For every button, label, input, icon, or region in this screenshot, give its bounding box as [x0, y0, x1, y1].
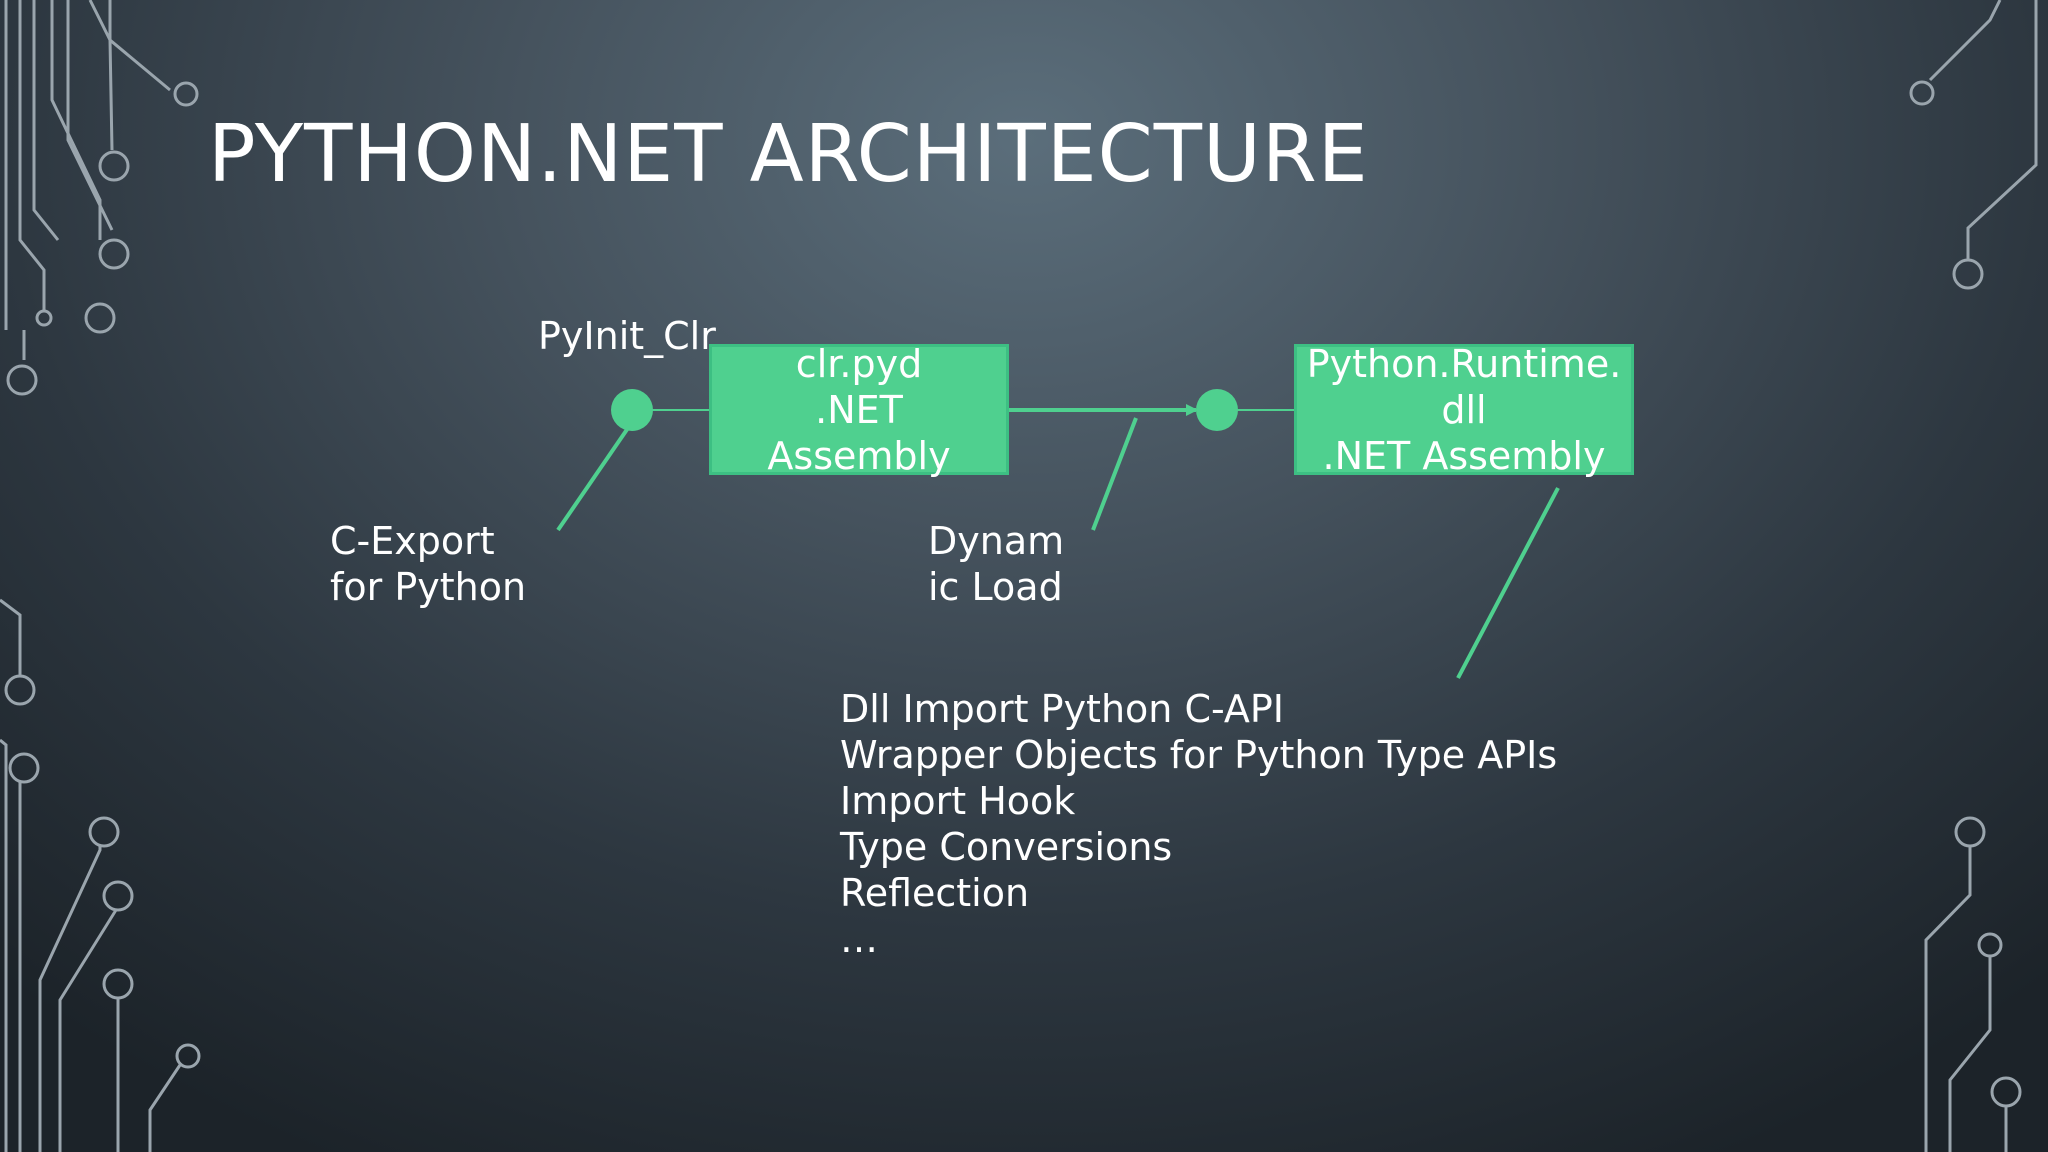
runtime-connector-node	[1196, 389, 1238, 431]
clr-box-line-1: clr.pyd	[795, 341, 923, 386]
feature-item: Reflection	[840, 871, 1030, 915]
feature-item: Dll Import Python C-API	[840, 687, 1284, 731]
runtime-box-line-3: .NET Assembly	[1322, 433, 1606, 478]
feature-item: …	[840, 917, 878, 961]
clr-box-line-3: Assembly	[767, 433, 951, 478]
pyinit-connector-node	[611, 389, 653, 431]
dynamic-load-label-line-2: ic Load	[928, 565, 1063, 609]
cexport-label-line-2: for Python	[330, 565, 527, 609]
dynamic-callout-line	[1091, 417, 1138, 531]
cexport-label-line-1: C-Export	[330, 519, 495, 563]
runtime-box-line-2: dll	[1441, 387, 1487, 432]
runtime-assembly-box: Python.Runtime. dll .NET Assembly	[1294, 341, 1634, 478]
dynamic-load-label-line-1: Dynam	[928, 519, 1065, 563]
feature-item: Type Conversions	[840, 825, 1173, 869]
cexport-label: C-Export for Python	[330, 518, 526, 610]
feature-item: Import Hook	[840, 779, 1076, 823]
runtime-callout-line	[1456, 487, 1560, 679]
runtime-box-line-1: Python.Runtime.	[1306, 341, 1622, 386]
cexport-callout-line	[556, 426, 630, 532]
slide-title: PYTHON.NET ARCHITECTURE	[208, 108, 1369, 200]
pyinit-label: PyInit_Clr	[538, 314, 716, 358]
feature-item: Wrapper Objects for Python Type APIs	[840, 733, 1558, 777]
runtime-feature-list: Dll Import Python C-API Wrapper Objects …	[840, 686, 1557, 962]
clr-box-line-2: .NET	[815, 387, 903, 432]
clr-assembly-box: clr.pyd .NET Assembly	[709, 341, 1009, 478]
dynamic-load-label: Dynam ic Load	[928, 518, 1064, 610]
